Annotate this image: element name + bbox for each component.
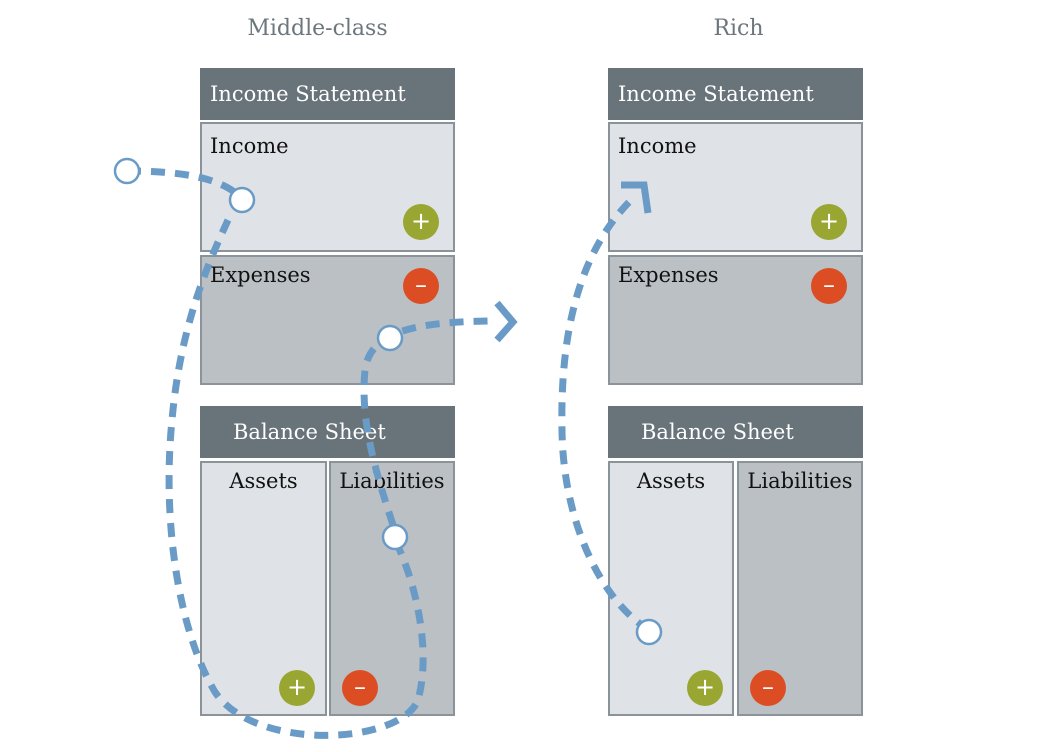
middle-income-panel: Income + <box>200 122 455 252</box>
middle-outflow-arrowhead-icon <box>494 300 518 343</box>
middle-balance-sheet-header: Balance Sheet <box>200 406 455 458</box>
rich-income-plus-icon: + <box>811 204 847 240</box>
middle-liabilities-panel: Liabilities – <box>329 461 455 716</box>
middle-external-income-node <box>113 157 141 185</box>
rich-income-panel: Income + <box>608 122 863 252</box>
middle-assets-panel: Assets + <box>200 461 327 716</box>
rich-expenses-minus-icon: – <box>811 268 847 304</box>
middle-income-label: Income <box>210 134 289 158</box>
rich-assets-label: Assets <box>636 469 706 493</box>
rich-title: Rich <box>713 16 764 41</box>
middle-liabilities-label: Liabilities <box>339 469 445 493</box>
middle-income-plus-icon: + <box>403 204 439 240</box>
rich-liabilities-panel: Liabilities – <box>737 461 863 716</box>
rich-expenses-panel: Expenses – <box>608 255 863 385</box>
rich-liabilities-label: Liabilities <box>747 469 853 493</box>
rich-balance-sheet-header: Balance Sheet <box>608 406 863 458</box>
middle-income-statement-header: Income Statement <box>200 68 455 120</box>
middle-expenses-minus-icon: – <box>403 268 439 304</box>
middle-expenses-panel: Expenses – <box>200 255 455 385</box>
middle-expenses-label: Expenses <box>210 263 311 287</box>
middle-liabilities-minus-icon: – <box>342 670 378 706</box>
middle-assets-plus-icon: + <box>279 670 315 706</box>
rich-assets-plus-icon: + <box>687 670 723 706</box>
rich-assets-panel: Assets + <box>608 461 734 716</box>
rich-income-label: Income <box>618 134 697 158</box>
middle-assets-label: Assets <box>229 469 298 493</box>
rich-income-statement-header: Income Statement <box>608 68 863 120</box>
rich-liabilities-minus-icon: – <box>750 670 786 706</box>
rich-expenses-label: Expenses <box>618 263 719 287</box>
middle-class-title: Middle-class <box>247 16 388 41</box>
